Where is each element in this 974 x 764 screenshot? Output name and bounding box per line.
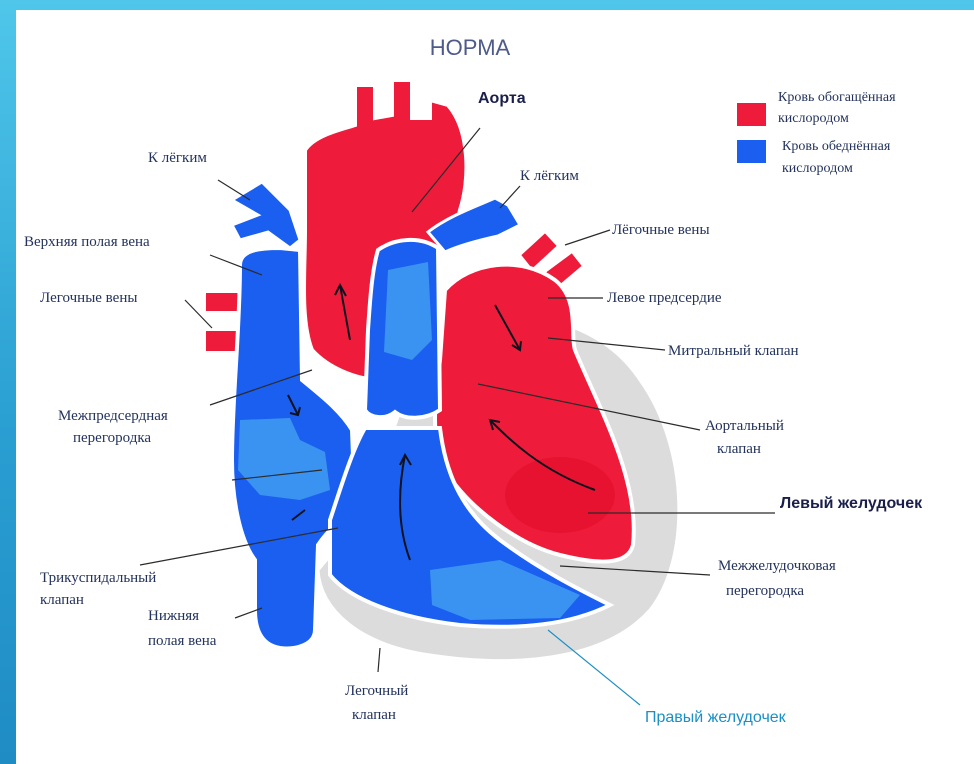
label-aortic-valve-line2: клапан	[717, 441, 761, 457]
label-mitral-valve: Митральный клапан	[668, 343, 799, 359]
label-superior-vena-cava: Верхняя полая вена	[24, 234, 150, 250]
legend-oxygenated-line1: Кровь обогащённая	[778, 90, 896, 105]
legend-swatch-deoxygenated	[737, 140, 766, 163]
label-pulmonary-veins-right: Лёгочные вены	[612, 222, 710, 238]
label-interventricular-septum-line2: перегородка	[726, 583, 804, 599]
label-inferior-vena-cava-line1: Нижняя	[148, 608, 199, 624]
left-ventricle-core	[505, 457, 615, 533]
label-tricuspid-valve-line1: Трикуспидальный	[40, 570, 156, 586]
label-aorta: Аорта	[478, 90, 526, 107]
legend: Кровь обогащённая кислородом Кровь обедн…	[737, 90, 896, 176]
legend-deoxygenated-line1: Кровь обеднённая	[782, 139, 891, 154]
label-interventricular-septum-line1: Межжелудочковая	[718, 558, 836, 574]
label-aortic-valve-line1: Аортальный	[705, 418, 784, 434]
label-tricuspid-valve-line2: клапан	[40, 592, 84, 608]
label-to-lungs-left: К лёгким	[148, 150, 207, 166]
label-right-ventricle: Правый желудочек	[645, 709, 787, 726]
legend-deoxygenated-line2: кислородом	[782, 161, 853, 176]
label-pulmonary-valve-line2: клапан	[352, 707, 396, 723]
label-interatrial-septum-line2: перегородка	[73, 430, 151, 446]
label-pulmonary-veins-left: Легочные вены	[40, 290, 137, 306]
diagram-title: НОРМА	[430, 35, 511, 60]
pulmonary-trunk-light	[384, 262, 432, 360]
label-to-lungs-right: К лёгким	[520, 168, 579, 184]
legend-oxygenated-line2: кислородом	[778, 111, 849, 126]
legend-swatch-oxygenated	[737, 103, 766, 126]
label-inferior-vena-cava-line2: полая вена	[148, 633, 217, 649]
label-left-ventricle: Левый желудочек	[780, 495, 923, 512]
label-pulmonary-valve-line1: Легочный	[345, 683, 408, 699]
label-left-atrium: Левое предсердие	[607, 290, 722, 306]
label-interatrial-septum-line1: Межпредсердная	[58, 408, 168, 424]
